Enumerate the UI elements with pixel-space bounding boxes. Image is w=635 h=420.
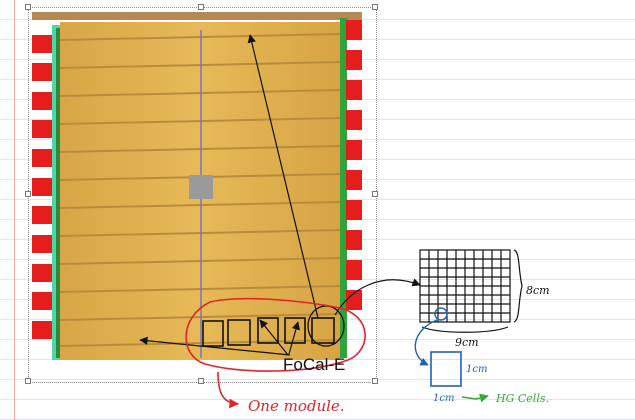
resize-handle-bottom-right[interactable] [372, 378, 378, 384]
single-cell-sketch [430, 351, 462, 387]
resize-handle-top-left[interactable] [25, 4, 31, 10]
selected-cell-circle [434, 307, 448, 321]
height-brace [513, 249, 523, 323]
resize-handle-top[interactable] [198, 4, 204, 10]
arrow-to-top [247, 34, 319, 319]
image-selection-frame[interactable] [25, 4, 378, 384]
arrow-to-box-four [288, 321, 300, 355]
detector-layer-lines [59, 33, 341, 347]
right-red-blocks [346, 20, 362, 310]
grid-height-label: 8cm [526, 284, 550, 297]
resize-handle-left[interactable] [25, 191, 31, 197]
module-note-label: One module. [248, 397, 345, 415]
grid-width-label: 9cm [455, 336, 479, 349]
resize-handle-bottom[interactable] [198, 378, 204, 384]
detector-label: FoCal-E [283, 355, 345, 374]
module-highlight-outline [185, 297, 366, 372]
beam-pipe-hole [189, 175, 213, 199]
resize-handle-top-right[interactable] [372, 4, 378, 10]
arrow-to-box-three [259, 319, 289, 356]
detector-top-strip [32, 12, 362, 20]
arrow-to-left-module [139, 336, 291, 356]
hg-cells-label: HG Cells. [495, 392, 549, 405]
resize-handle-right[interactable] [372, 191, 378, 197]
module-note-arrow [217, 371, 239, 409]
right-edge-strip [340, 18, 347, 358]
hg-cells-arrow [461, 393, 489, 403]
cell-grid-sketch [419, 249, 511, 323]
detector-image [32, 12, 362, 360]
notebook-margin-line [14, 0, 15, 420]
cell-width-label: 1cm [433, 393, 454, 404]
cell-zoom-arrow [414, 319, 438, 366]
resize-handle-bottom-left[interactable] [25, 378, 31, 384]
left-red-blocks [32, 35, 52, 339]
cell-height-label: 1cm [466, 364, 487, 375]
width-brace [421, 326, 509, 333]
module-boxes [202, 317, 335, 347]
